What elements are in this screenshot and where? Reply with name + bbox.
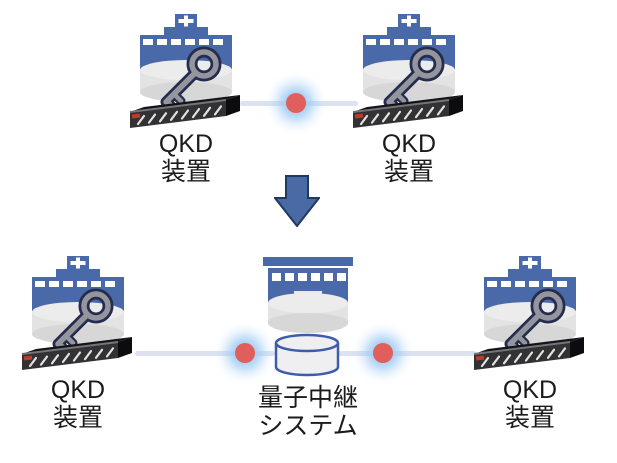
label-line: システム xyxy=(258,412,358,440)
qkd-device-label-top-right: QKD 装置 xyxy=(349,130,469,186)
label-line: QKD xyxy=(158,130,214,158)
qkd-site-icon-top-left xyxy=(126,14,246,132)
database-cylinder-icon xyxy=(274,333,340,377)
label-line: 装置 xyxy=(160,158,211,186)
label-line: QKD xyxy=(381,130,437,158)
label-line: 装置 xyxy=(383,158,434,186)
relay-site-icon xyxy=(253,257,363,335)
qkd-site-icon-bottom-right xyxy=(470,256,590,374)
link-node-bottom-left xyxy=(235,343,255,363)
qkd-site-icon-bottom-left xyxy=(18,256,138,374)
relay-system-label: 量子中継 システム xyxy=(228,384,388,440)
label-line: 装置 xyxy=(504,404,555,432)
label-line: QKD xyxy=(502,376,558,404)
label-line: QKD xyxy=(50,376,106,404)
link-line-bottom-left xyxy=(135,351,275,356)
qkd-device-label-bottom-left: QKD 装置 xyxy=(18,376,138,432)
label-line: 装置 xyxy=(52,404,103,432)
link-node-bottom-right xyxy=(373,343,393,363)
qkd-device-label-top-left: QKD 装置 xyxy=(126,130,246,186)
label-line: 量子中継 xyxy=(257,384,358,412)
qkd-site-icon-top-right xyxy=(349,14,469,132)
link-line-bottom-right xyxy=(338,351,476,356)
down-arrow-icon xyxy=(274,175,320,227)
qkd-device-label-bottom-right: QKD 装置 xyxy=(470,376,590,432)
link-node-top xyxy=(286,93,306,113)
